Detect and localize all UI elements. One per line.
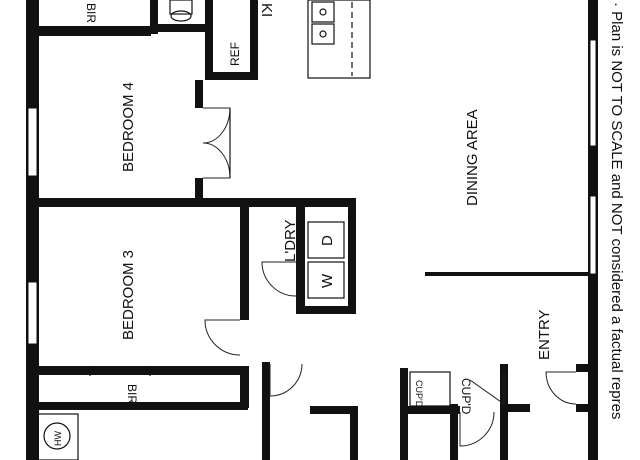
washer-label: W bbox=[319, 273, 336, 288]
doors bbox=[202, 107, 577, 447]
dining-area-label: DINING AREA bbox=[464, 109, 481, 206]
bedroom-4-label: BEDROOM 4 bbox=[120, 82, 137, 172]
cupboard-outline bbox=[409, 371, 451, 407]
entry-label: ENTRY bbox=[536, 309, 553, 360]
kitchen-sink-icon bbox=[307, 0, 371, 79]
toilet-icon bbox=[169, 0, 193, 22]
washer-dryer-icon bbox=[307, 221, 345, 299]
ref-label: REF bbox=[228, 42, 242, 66]
bir-top-label: BIR bbox=[84, 3, 98, 23]
laundry-label: L'DRY bbox=[282, 219, 299, 262]
bedroom-3-label: BEDROOM 3 bbox=[120, 250, 137, 340]
windows bbox=[27, 39, 597, 345]
bir-top-slider bbox=[45, 27, 140, 36]
hw-label: HW bbox=[53, 431, 63, 446]
bir-bottom-label: BIR bbox=[125, 384, 139, 404]
walls bbox=[26, 0, 598, 460]
kitchen-label: KI bbox=[258, 3, 275, 17]
bir-bottom-slider bbox=[70, 366, 160, 376]
dryer-label: D bbox=[319, 235, 336, 246]
hot-water-icon bbox=[37, 413, 79, 460]
cupboard-right-label: CUP'D bbox=[459, 378, 473, 415]
cupboard-left-label: CUP'D bbox=[414, 380, 424, 408]
disclaimer-text: · Plan is NOT TO SCALE and NOT considere… bbox=[608, 2, 625, 419]
